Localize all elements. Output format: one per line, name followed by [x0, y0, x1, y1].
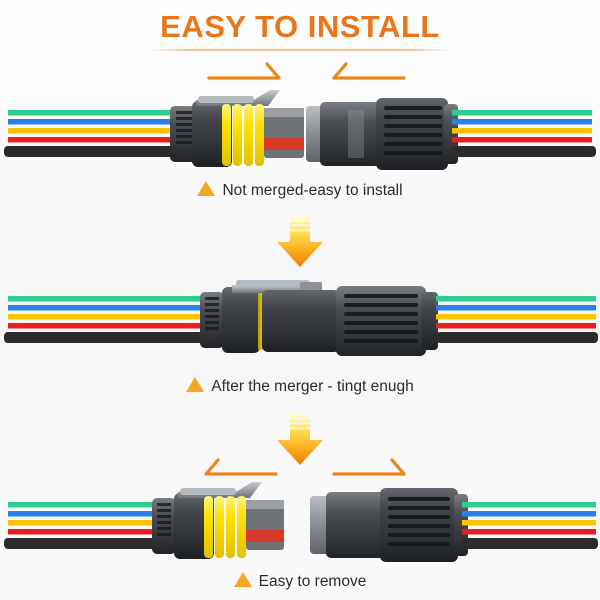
hint-row-converge	[0, 56, 600, 86]
detach-right-wires	[462, 502, 598, 549]
connector-merged	[0, 272, 600, 367]
caption-row-3: Easy to remove	[0, 572, 600, 592]
title-underline	[152, 49, 448, 51]
down-arrow-separate	[0, 412, 600, 473]
step-caption-merged: After the merger - tingt enugh	[0, 377, 600, 397]
left-connector-body	[170, 90, 304, 167]
right-wires	[452, 110, 596, 157]
merged-left-wires	[4, 296, 208, 343]
left-wires	[4, 110, 178, 157]
connector-pair-separated	[0, 86, 600, 181]
yellow-seal	[222, 104, 264, 166]
step-caption-unmerged-text: Not merged-easy to install	[222, 182, 403, 199]
merged-connector-body	[200, 280, 438, 356]
detach-right-connector	[310, 488, 468, 562]
step-caption-unmerged: Not merged-easy to install	[0, 181, 600, 201]
caption-row-2: After the merger - tingt enugh	[0, 377, 600, 397]
page-title-block: EASY TO INSTALL	[0, 8, 600, 51]
arrow-left-hint	[190, 452, 280, 482]
merged-right-wires	[436, 296, 598, 343]
page-title: EASY TO INSTALL	[160, 9, 440, 44]
yellow-seal	[204, 496, 246, 558]
right-connector-body	[306, 98, 458, 170]
hint-row-diverge	[0, 452, 600, 482]
caption-row-1: Not merged-easy to install	[0, 181, 600, 201]
triangle-bullet-icon	[197, 181, 216, 196]
arrow-right-hint	[205, 56, 295, 86]
connector-pair-detaching	[0, 478, 600, 573]
detach-left-wires	[4, 502, 158, 549]
down-arrow-merge	[0, 214, 600, 275]
triangle-bullet-icon	[186, 377, 205, 392]
triangle-bullet-icon	[233, 572, 252, 587]
step-caption-remove-text: Easy to remove	[258, 573, 367, 590]
step-caption-remove: Easy to remove	[0, 572, 600, 592]
arrow-right-hint	[330, 452, 420, 482]
arrow-left-hint	[318, 56, 408, 86]
step-caption-merged-text: After the merger - tingt enugh	[211, 378, 414, 395]
detach-left-connector	[152, 482, 284, 559]
